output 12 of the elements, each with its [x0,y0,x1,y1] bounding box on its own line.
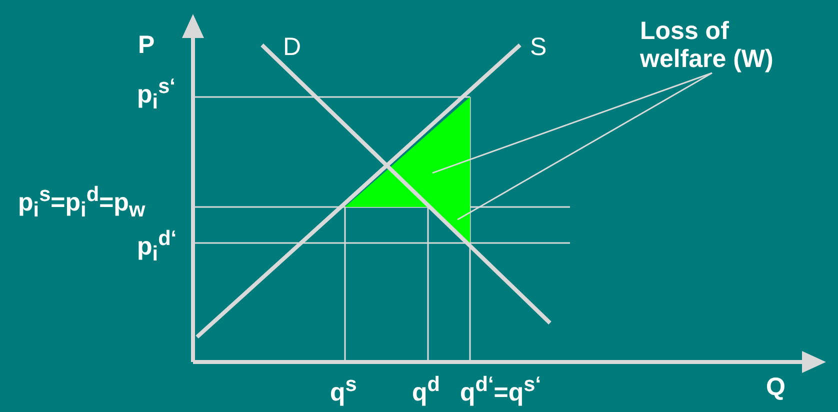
price-label: p$_{i}$$^{s}$=p$_{i}$$^{d}$=p$_{w}$ [18,184,146,222]
curve-label: S [530,34,547,62]
quantity-label: q$^{s}$ [330,374,357,407]
leader-line [432,72,712,174]
quantity-label: q$^{d‘}$=q$^{s‘}$ [460,374,542,407]
callout-text: Loss of welfare (W) [640,18,774,73]
leader-line [457,72,712,220]
axis-label: P [138,32,155,60]
welfare-loss-area [345,97,470,243]
curve-label: D [283,34,302,62]
quantity-label: q$^{d}$ [412,374,440,407]
axis-label: Q [766,374,786,402]
